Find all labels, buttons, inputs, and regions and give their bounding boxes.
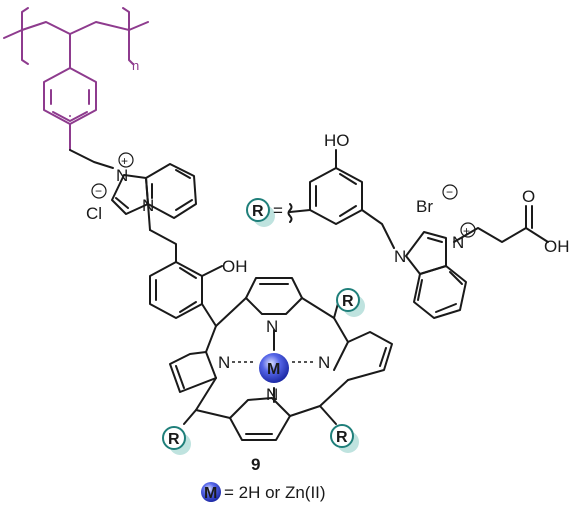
atom-n-imidazole: N xyxy=(142,196,154,215)
caption-text: = 2H or Zn(II) xyxy=(224,483,326,502)
polymer-backbone: n xyxy=(3,7,149,151)
caption-metal: M xyxy=(204,485,217,502)
r-group-bottom-left: R xyxy=(162,426,191,455)
charge-plus-top: + xyxy=(121,154,128,168)
repeat-subscript: n xyxy=(132,58,139,73)
phenol-ring xyxy=(149,261,223,327)
atom-oh-phenol: OH xyxy=(222,257,248,276)
atom-metal: M xyxy=(267,361,280,378)
svg-text:R: R xyxy=(336,429,348,446)
atom-n-pyrrole-top: N xyxy=(266,317,278,336)
equals-sign: = xyxy=(273,201,283,220)
benzimidazolium-side xyxy=(405,205,549,319)
svg-text:R: R xyxy=(342,293,354,310)
atom-oh-acid: OH xyxy=(544,237,570,256)
atom-n-pyrrole-left: N xyxy=(218,353,230,372)
atom-br: Br xyxy=(416,197,433,216)
porphyrin-core xyxy=(169,277,393,441)
atom-n-plus: N xyxy=(116,166,128,185)
atom-cl: Cl xyxy=(86,204,102,223)
charge-minus-cl: − xyxy=(95,184,102,198)
r-group-bottom-right: R xyxy=(330,424,359,453)
compound-number: 9 xyxy=(251,455,260,474)
r-group-top-right: R xyxy=(336,288,365,317)
atom-n-pyrrole-bottom: N xyxy=(266,385,278,404)
benzimidazolium-top xyxy=(111,163,197,263)
atom-n-side: N xyxy=(394,247,406,266)
atom-ho-side: HO xyxy=(324,131,350,150)
atom-o-carbonyl: O xyxy=(522,187,535,206)
metal-sphere-icon xyxy=(259,353,289,383)
svg-text:R: R xyxy=(168,431,180,448)
charge-plus-side: + xyxy=(463,224,470,238)
metal-legend-icon xyxy=(201,482,221,502)
atom-n-plus-side: N xyxy=(452,233,464,252)
r-definition: R = xyxy=(246,149,395,249)
atom-n-pyrrole-right: N xyxy=(318,353,330,372)
charge-minus-br: − xyxy=(446,185,453,199)
r-def-label: R xyxy=(252,203,264,220)
